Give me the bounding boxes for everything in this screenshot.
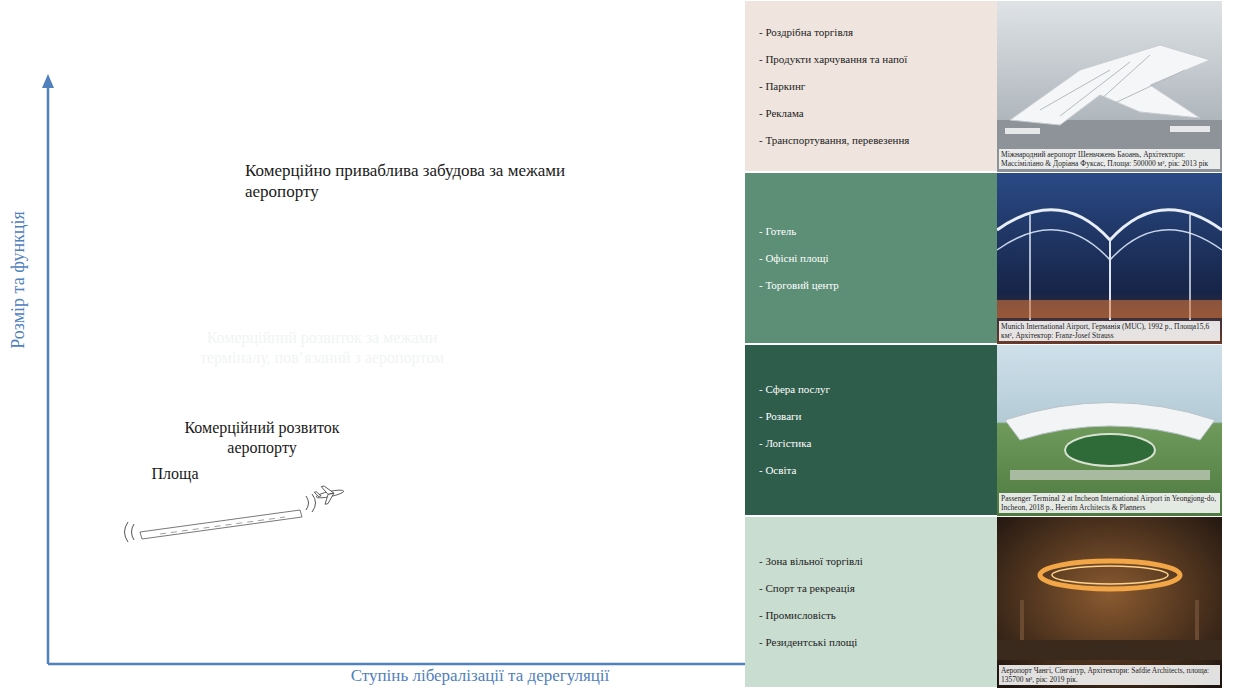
region-ellipse: Комерційний розвиток аеропортуПлоща (105, 385, 420, 635)
list-item: - Паркинг (759, 80, 985, 93)
airport-photo (997, 517, 1222, 688)
list-item: - Освіта (759, 464, 985, 477)
airport-photo (997, 345, 1222, 516)
list-item: - Промисловість (759, 609, 985, 622)
label-wrap: Площа (130, 464, 220, 484)
photo-caption: Аеропорт Чангі, Сінгапур, Архітектори: S… (999, 665, 1220, 685)
list-item: - Резидентські площі (759, 636, 985, 649)
photo-caption: Міжнародний аеропорт Шеньчжень Баоань, А… (999, 149, 1220, 169)
airport-photo (997, 173, 1222, 344)
region-label: Комерційно приваблива забудова за межами… (245, 160, 575, 203)
list-item: - Реклама (759, 107, 985, 120)
list-item: - Транспортування, перевезення (759, 134, 985, 147)
list-item: - Готель (759, 225, 985, 238)
region-ellipse: Комерційно приваблива забудова за межами… (65, 68, 780, 650)
axis-label: Ступінь лібералізації та дерегуляції (230, 666, 730, 686)
list-item: - Розваги (759, 410, 985, 423)
function-list: - Сфера послуг - Розваги - Логістика - Осві… (745, 345, 997, 516)
label-wrap: Комерційно приваблива забудова за межами… (245, 160, 575, 203)
ellipse-outline (130, 450, 220, 540)
label-wrap: Комерційний розвиток за межами терміналу… (177, 328, 467, 368)
list-item: - Логістика (759, 437, 985, 450)
list-item: - Роздрібна торгівля (759, 26, 985, 39)
region-ellipse: Комерційний розвиток за межами терміналу… (95, 280, 550, 645)
photo-caption: Passenger Terminal 2 at Incheon Internat… (999, 493, 1220, 513)
function-list: - Роздрібна торгівля - Продукти харчуванн… (745, 1, 997, 172)
region-label: Комерційний розвиток за межами терміналу… (177, 328, 467, 368)
list-item: - Спорт та рекреація (759, 582, 985, 595)
region-label: Комерційний розвиток аеропорту (177, 418, 347, 458)
list-item: - Зона вільної торгівлі (759, 555, 985, 568)
photo-caption: Munich International Airport, Германія (… (999, 321, 1220, 341)
runway-illustration (125, 482, 346, 542)
list-item: - Офісні площі (759, 252, 985, 265)
list-item: - Торговий центр (759, 279, 985, 292)
airport-photo (997, 1, 1222, 172)
list-item: - Продукти харчування та напої (759, 53, 985, 66)
function-list: - Готель - Офісні площі - Торговий центр (745, 173, 997, 344)
region-label: Площа (130, 464, 220, 484)
area-circle: Площа (130, 450, 220, 540)
axes (42, 74, 836, 670)
label-wrap: Комерційний розвиток аеропорту (177, 418, 347, 458)
function-list: - Зона вільної торгівлі - Спорт та рекреа… (745, 517, 997, 688)
list-item: - Сфера послуг (759, 383, 985, 396)
axis-label: Розмір та функція (7, 160, 29, 400)
